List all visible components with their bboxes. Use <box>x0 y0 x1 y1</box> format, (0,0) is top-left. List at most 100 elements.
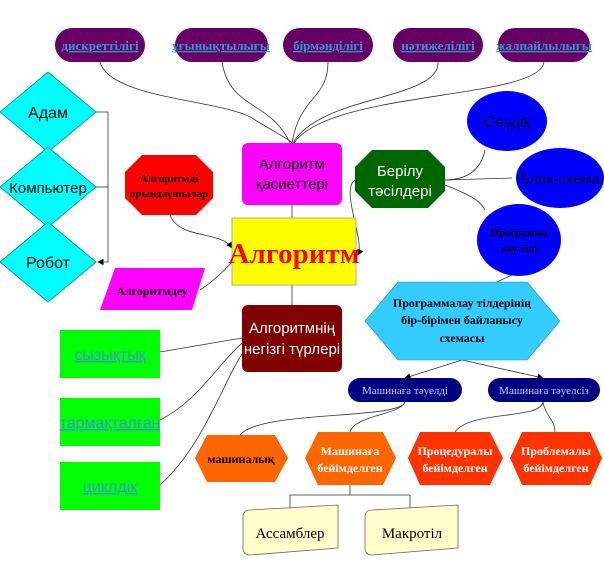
node-shape <box>444 184 486 211</box>
node-shape <box>159 339 247 421</box>
node-label: бейімделген <box>317 461 382 475</box>
node-label: Ассамблер <box>255 526 324 542</box>
node-shape <box>488 378 600 402</box>
node-shape <box>498 28 590 62</box>
node-shape <box>348 378 462 402</box>
node-shape <box>467 91 547 151</box>
scheme-hexagon: Программалау тілдерінің бір-бірімен байл… <box>364 281 561 361</box>
node-shape <box>292 61 439 144</box>
node-shape <box>60 330 160 378</box>
lang-procedural: Процедуралы бейімделген <box>408 432 503 485</box>
node-label: Алгоритмдеу <box>116 284 187 298</box>
property-label[interactable]: жалпайлылығы <box>496 38 592 53</box>
type-branching[interactable]: тармақталған <box>60 398 161 446</box>
types-node: Алгоритмнің негізгі түрлері <box>242 305 342 372</box>
node-shape <box>461 359 544 380</box>
node-shape <box>239 401 406 436</box>
node-label: Машинаға тәуелді <box>362 385 448 397</box>
property-label[interactable]: дискреттілігі <box>61 38 139 53</box>
node-shape <box>159 337 243 353</box>
property-generality[interactable]: жалпайлылығы <box>496 28 592 62</box>
center-node: Алгоритм <box>229 217 360 286</box>
connectors <box>96 61 556 508</box>
executor-computer: Компьютер <box>0 146 97 228</box>
node-shape <box>125 155 213 215</box>
property-label[interactable]: бірмәнділігі <box>293 38 363 53</box>
node-label: машиналық <box>207 452 274 466</box>
node-label: Алгоритмнің <box>249 320 336 337</box>
node-shape <box>510 432 602 485</box>
executor-diamonds: Адам Компьютер Робот <box>0 71 97 303</box>
node-label: лау тілі <box>500 243 537 255</box>
node-label: Блок-схема <box>520 171 601 188</box>
node-shape <box>444 177 513 181</box>
node-shape <box>404 359 463 380</box>
property-determinacy[interactable]: бірмәнділігі <box>283 28 373 62</box>
node-shape <box>100 268 205 310</box>
node-shape <box>454 401 544 433</box>
node-label[interactable]: сызықтық <box>74 347 146 364</box>
node-shape <box>444 149 486 181</box>
node-label: Машинаға тәуелсіз <box>499 385 589 397</box>
node-shape <box>242 504 339 556</box>
property-dikretness[interactable]: дискреттілігі <box>55 28 145 62</box>
methods-node: Берілу тәсілдері <box>355 150 445 208</box>
machine-independent: Машинаға тәуелсіз <box>488 378 600 402</box>
property-pills: дискреттілігі ұғынықтылығы бірмәнділігі … <box>55 28 592 62</box>
node-label: Программа <box>490 227 548 239</box>
node-shape <box>408 432 503 485</box>
algorithmization-node: Алгоритмдеу <box>100 268 205 310</box>
property-effectiveness[interactable]: нәтижелілігі <box>393 28 483 62</box>
node-shape <box>169 214 233 249</box>
node-label: Алгоритм <box>259 156 325 173</box>
node-shape <box>0 71 97 153</box>
property-label[interactable]: ұғынықтылығы <box>172 38 270 53</box>
scroll-assembler: Ассамблер <box>242 504 339 556</box>
executor-label: Робот <box>26 255 71 272</box>
executor-label: Адам <box>28 105 68 122</box>
node-label: Процедуралы <box>417 444 493 458</box>
node-label[interactable]: циклдік <box>83 479 139 496</box>
method-programming-language: Программа лау тілі <box>477 204 561 276</box>
node-shape <box>283 28 373 62</box>
executor-label: Компьютер <box>9 180 87 197</box>
node-shape <box>60 398 160 446</box>
node-shape <box>199 261 233 291</box>
node-label: бір-бірімен байланысу <box>401 313 523 327</box>
node-shape <box>0 146 97 228</box>
node-shape <box>349 401 406 433</box>
type-cyclic[interactable]: циклдік <box>60 462 160 510</box>
node-label: Машинаға <box>321 444 380 458</box>
node-label: тәсілдері <box>368 183 432 200</box>
node-shape <box>221 61 291 144</box>
node-label: Проблемалы <box>521 444 592 458</box>
node-shape <box>477 204 561 276</box>
node-label: Программалау тілдерінің <box>393 296 531 310</box>
node-label: Алгоритм <box>229 238 360 270</box>
node-label: негізгі түрлері <box>244 341 340 358</box>
node-label: Алгоритмді <box>140 173 198 185</box>
node-shape <box>195 435 288 482</box>
node-shape <box>289 485 411 508</box>
lang-machine-oriented: Машинаға бейімделген <box>305 432 396 485</box>
node-shape <box>542 401 556 433</box>
node-shape <box>242 143 342 205</box>
node-label: Сөздік <box>483 114 531 131</box>
type-linear[interactable]: сызықтық <box>60 330 160 378</box>
node-shape <box>60 462 160 510</box>
node-shape <box>355 150 445 208</box>
node-shape <box>99 61 293 144</box>
node-label[interactable]: тармақталған <box>60 415 161 432</box>
property-label[interactable]: нәтижелілігі <box>401 38 475 53</box>
node-shape <box>55 28 145 62</box>
node-label: бейімделген <box>523 461 588 475</box>
node-shape <box>175 28 268 62</box>
properties-node: Алгоритм қасиеттері <box>242 143 342 205</box>
machine-dependent: Машинаға тәуелді <box>348 378 462 402</box>
node-shape <box>0 221 97 303</box>
property-clarity[interactable]: ұғынықтылығы <box>172 28 270 62</box>
node-shape <box>516 148 604 208</box>
lang-problem: Проблемалы бейімделген <box>510 432 602 485</box>
